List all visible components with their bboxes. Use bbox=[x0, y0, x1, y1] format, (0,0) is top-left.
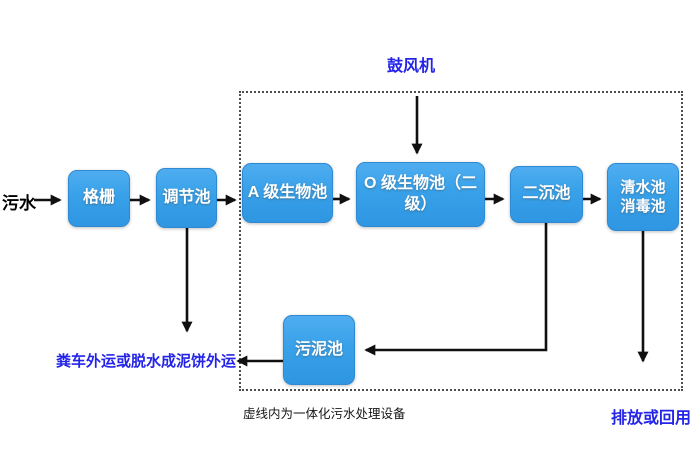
node-grid-screen-label: 格栅 bbox=[82, 189, 115, 207]
node-regulating-tank-label: 调节池 bbox=[162, 188, 211, 206]
node-clean-water-disinfection-tank: 清水池 消毒池 bbox=[607, 163, 679, 231]
node-grid-screen: 格栅 bbox=[68, 170, 130, 227]
node-a-stage-bio-tank-label: A 级生物池 bbox=[247, 183, 328, 201]
integrated-equipment-dashed-boundary bbox=[239, 91, 683, 391]
arrow-sedimentation-to-sludgetank bbox=[364, 223, 548, 356]
node-disinfection-line: 消毒池 bbox=[620, 198, 666, 215]
node-clean-water-line: 清水池 bbox=[620, 178, 666, 196]
node-secondary-sedimentation-tank: 二沉池 bbox=[510, 166, 583, 223]
node-secondary-sedimentation-tank-label: 二沉池 bbox=[522, 185, 571, 203]
node-o-stage-bio-tank: O 级生物池（二级） bbox=[356, 162, 485, 227]
label-dashed-area-caption: 虚线内为一体化污水处理设备 bbox=[243, 407, 406, 421]
label-blower: 鼓风机 bbox=[387, 58, 436, 75]
node-a-stage-bio-tank: A 级生物池 bbox=[242, 163, 333, 223]
node-sludge-tank-label: 污泥池 bbox=[294, 340, 343, 358]
node-sludge-tank: 污泥池 bbox=[283, 315, 355, 385]
node-regulating-tank: 调节池 bbox=[156, 168, 217, 228]
label-discharge-or-reuse: 排放或回用 bbox=[611, 410, 692, 427]
node-o-stage-bio-tank-label: O 级生物池（二级） bbox=[364, 174, 477, 213]
label-sludge-disposal: 粪车外运或脱水成泥饼外运 bbox=[56, 353, 237, 370]
label-influent-sewage: 污水 bbox=[2, 194, 36, 213]
